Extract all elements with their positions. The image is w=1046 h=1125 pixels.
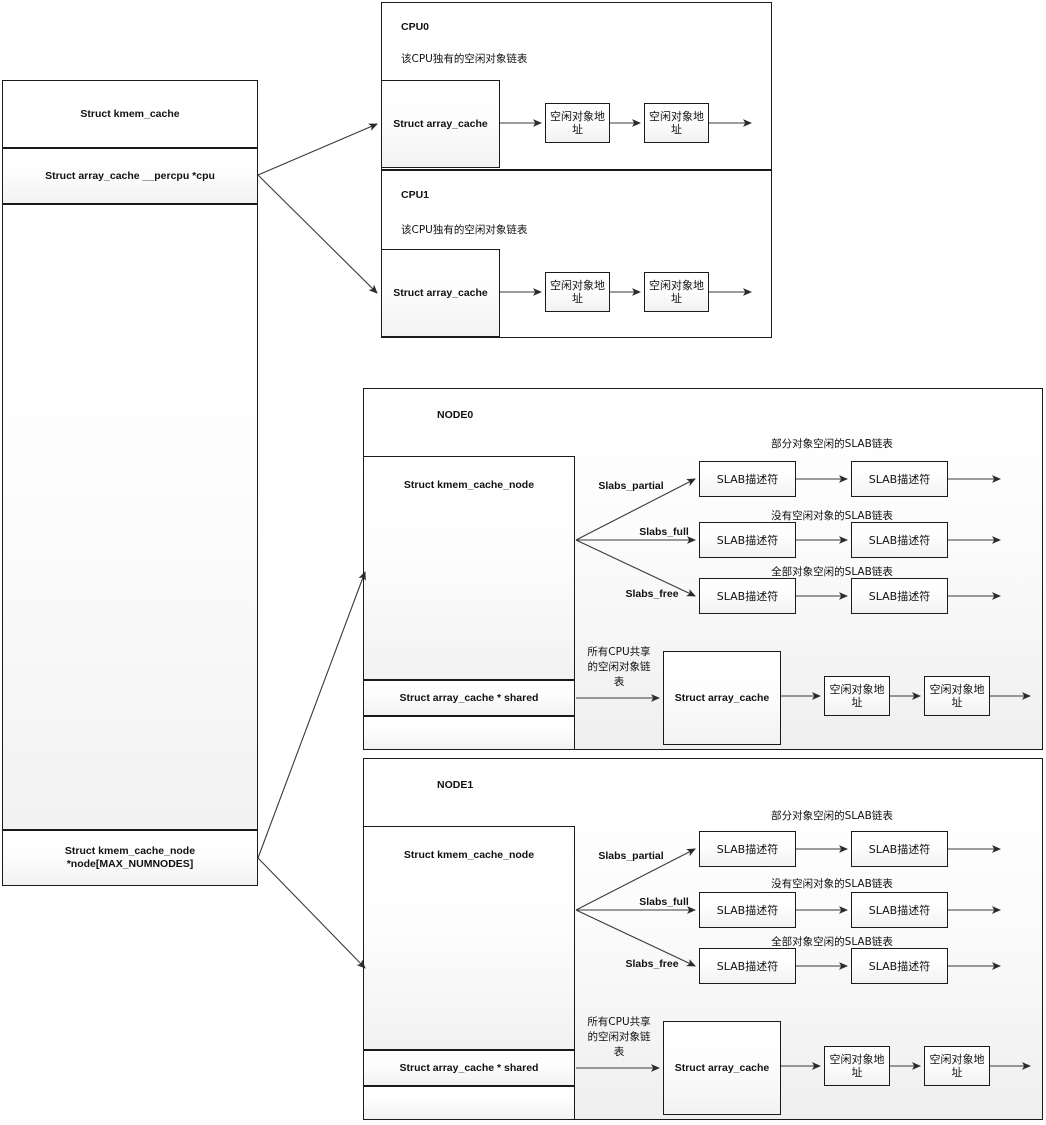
cpu0-free-object-1-label: 空闲对象地址 [550, 110, 605, 136]
node0-slabs-partial-desc-1: SLAB描述符 [699, 461, 796, 497]
cpu1-array-cache-label: Struct array_cache [393, 286, 488, 299]
node1-slabs-free-pointer: Slabs_free [625, 958, 679, 970]
node1-slabs-free-desc-1-label: SLAB描述符 [716, 959, 779, 973]
cpu1-array-cache-box: Struct array_cache [381, 249, 500, 337]
arrow-node-array-to-node1 [257, 857, 366, 969]
arrow-percpu-to-cpu1 [257, 174, 378, 294]
cpu0-title: CPU0 [401, 21, 430, 33]
kmem-cache-title-label: Struct kmem_cache [80, 107, 180, 120]
node1-title: NODE1 [437, 779, 474, 791]
cpu1-caption: 该CPU独有的空闲对象链表 [401, 224, 528, 236]
node0-slabs-partial-caption: 部分对象空闲的SLAB链表 [771, 438, 893, 450]
node1-shared-free-object-2: 空闲对象地址 [924, 1046, 990, 1086]
node0-slabs-full-desc-1: SLAB描述符 [699, 522, 796, 558]
node1-slabs-full-caption: 没有空闲对象的SLAB链表 [771, 878, 893, 890]
node0-slabs-free-pointer: Slabs_free [625, 588, 679, 600]
node0-slabs-free-desc-1-label: SLAB描述符 [716, 589, 779, 603]
node1-shared-free-object-2-label: 空闲对象地址 [929, 1053, 985, 1079]
node0-slabs-partial-pointer: Slabs_partial [598, 480, 664, 492]
node1-shared-free-object-1: 空闲对象地址 [824, 1046, 890, 1086]
cpu0-free-object-1: 空闲对象地址 [545, 103, 610, 143]
node0-slabs-full-pointer: Slabs_full [639, 526, 689, 538]
node0-shared-row-label: Struct array_cache * shared [399, 691, 539, 704]
cpu1-free-object-2: 空闲对象地址 [644, 272, 709, 312]
cpu0-free-object-2: 空闲对象地址 [644, 103, 709, 143]
node1-slabs-partial-desc-1: SLAB描述符 [699, 831, 796, 867]
cpu0-free-object-2-label: 空闲对象地址 [649, 110, 704, 136]
node0-slabs-partial-desc-2: SLAB描述符 [851, 461, 948, 497]
node1-slabs-full-desc-2-label: SLAB描述符 [868, 903, 931, 917]
node1-shared-free-object-1-label: 空闲对象地址 [829, 1053, 885, 1079]
node1-slabs-partial-desc-2: SLAB描述符 [851, 831, 948, 867]
node0-slabs-full-desc-1-label: SLAB描述符 [716, 533, 779, 547]
node1-slabs-full-desc-2: SLAB描述符 [851, 892, 948, 928]
kmem-cache-node-array-label: Struct kmem_cache_node *node[MAX_NUMNODE… [64, 845, 196, 870]
cpu1-title: CPU1 [401, 189, 430, 201]
node0-shared-array-cache-label: Struct array_cache [674, 691, 770, 704]
cpu1-free-object-1-label: 空闲对象地址 [550, 279, 605, 305]
node0-slabs-free-desc-1: SLAB描述符 [699, 578, 796, 614]
cpu0-caption: 该CPU独有的空闲对象链表 [401, 53, 528, 65]
node0-slabs-partial-desc-2-label: SLAB描述符 [868, 472, 931, 486]
arrow-percpu-to-cpu0 [257, 123, 378, 176]
node1-slabs-free-desc-2: SLAB描述符 [851, 948, 948, 984]
node1-slabs-free-caption: 全部对象空闲的SLAB链表 [771, 936, 893, 948]
node1-shared-caption: 所有CPU共享的空闲对象链表 [587, 1016, 651, 1058]
node1-slabs-full-pointer: Slabs_full [639, 896, 689, 908]
node0-slabs-free-desc-2: SLAB描述符 [851, 578, 948, 614]
node0-shared-caption: 所有CPU共享的空闲对象链表 [587, 646, 651, 688]
node0-slabs-free-desc-2-label: SLAB描述符 [868, 589, 931, 603]
node0-title: NODE0 [437, 409, 474, 421]
node1-slabs-free-desc-2-label: SLAB描述符 [868, 959, 931, 973]
node0-kmem-cache-node-label: Struct kmem_cache_node [403, 479, 535, 491]
kmem-cache-percpu-label: Struct array_cache __percpu *cpu [45, 169, 215, 182]
kmem-cache-row-body [2, 204, 258, 830]
node1-slabs-partial-caption: 部分对象空闲的SLAB链表 [771, 810, 893, 822]
cpu0-array-cache-box: Struct array_cache [381, 80, 500, 168]
arrow-node-array-to-node0 [257, 571, 366, 859]
node1-shared-row: Struct array_cache * shared [363, 1050, 575, 1086]
node0-shared-free-object-2-label: 空闲对象地址 [929, 683, 985, 709]
node1-slabs-partial-pointer: Slabs_partial [598, 850, 664, 862]
cpu1-free-object-2-label: 空闲对象地址 [649, 279, 704, 305]
node1-shared-array-cache-label: Struct array_cache [674, 1061, 770, 1074]
node1-slabs-free-desc-1: SLAB描述符 [699, 948, 796, 984]
node0-shared-free-object-2: 空闲对象地址 [924, 676, 990, 716]
node0-slabs-free-caption: 全部对象空闲的SLAB链表 [771, 566, 893, 578]
node0-kmem-cache-node-box: Struct kmem_cache_node [363, 456, 575, 680]
node0-slabs-full-caption: 没有空闲对象的SLAB链表 [771, 510, 893, 522]
node1-slabs-partial-desc-2-label: SLAB描述符 [868, 842, 931, 856]
cpu1-free-object-1: 空闲对象地址 [545, 272, 610, 312]
node0-slabs-partial-desc-1-label: SLAB描述符 [716, 472, 779, 486]
node0-empty-row [363, 716, 575, 750]
node1-shared-array-cache-box: Struct array_cache [663, 1021, 781, 1115]
cpu0-array-cache-label: Struct array_cache [393, 117, 488, 130]
node1-kmem-cache-node-label: Struct kmem_cache_node [403, 849, 535, 861]
node1-shared-row-label: Struct array_cache * shared [399, 1061, 539, 1074]
node1-slabs-partial-desc-1-label: SLAB描述符 [716, 842, 779, 856]
node0-shared-free-object-1-label: 空闲对象地址 [829, 683, 885, 709]
node0-shared-array-cache-box: Struct array_cache [663, 651, 781, 745]
node1-empty-row [363, 1086, 575, 1120]
node0-shared-free-object-1: 空闲对象地址 [824, 676, 890, 716]
kmem-cache-row-percpu: Struct array_cache __percpu *cpu [2, 148, 258, 204]
node0-slabs-full-desc-2: SLAB描述符 [851, 522, 948, 558]
node0-slabs-full-desc-2-label: SLAB描述符 [868, 533, 931, 547]
kmem-cache-row-title: Struct kmem_cache [2, 80, 258, 148]
node1-slabs-full-desc-1: SLAB描述符 [699, 892, 796, 928]
node1-kmem-cache-node-box: Struct kmem_cache_node [363, 826, 575, 1050]
kmem-cache-row-node-array: Struct kmem_cache_node *node[MAX_NUMNODE… [2, 830, 258, 886]
node1-slabs-full-desc-1-label: SLAB描述符 [716, 903, 779, 917]
node0-shared-row: Struct array_cache * shared [363, 680, 575, 716]
